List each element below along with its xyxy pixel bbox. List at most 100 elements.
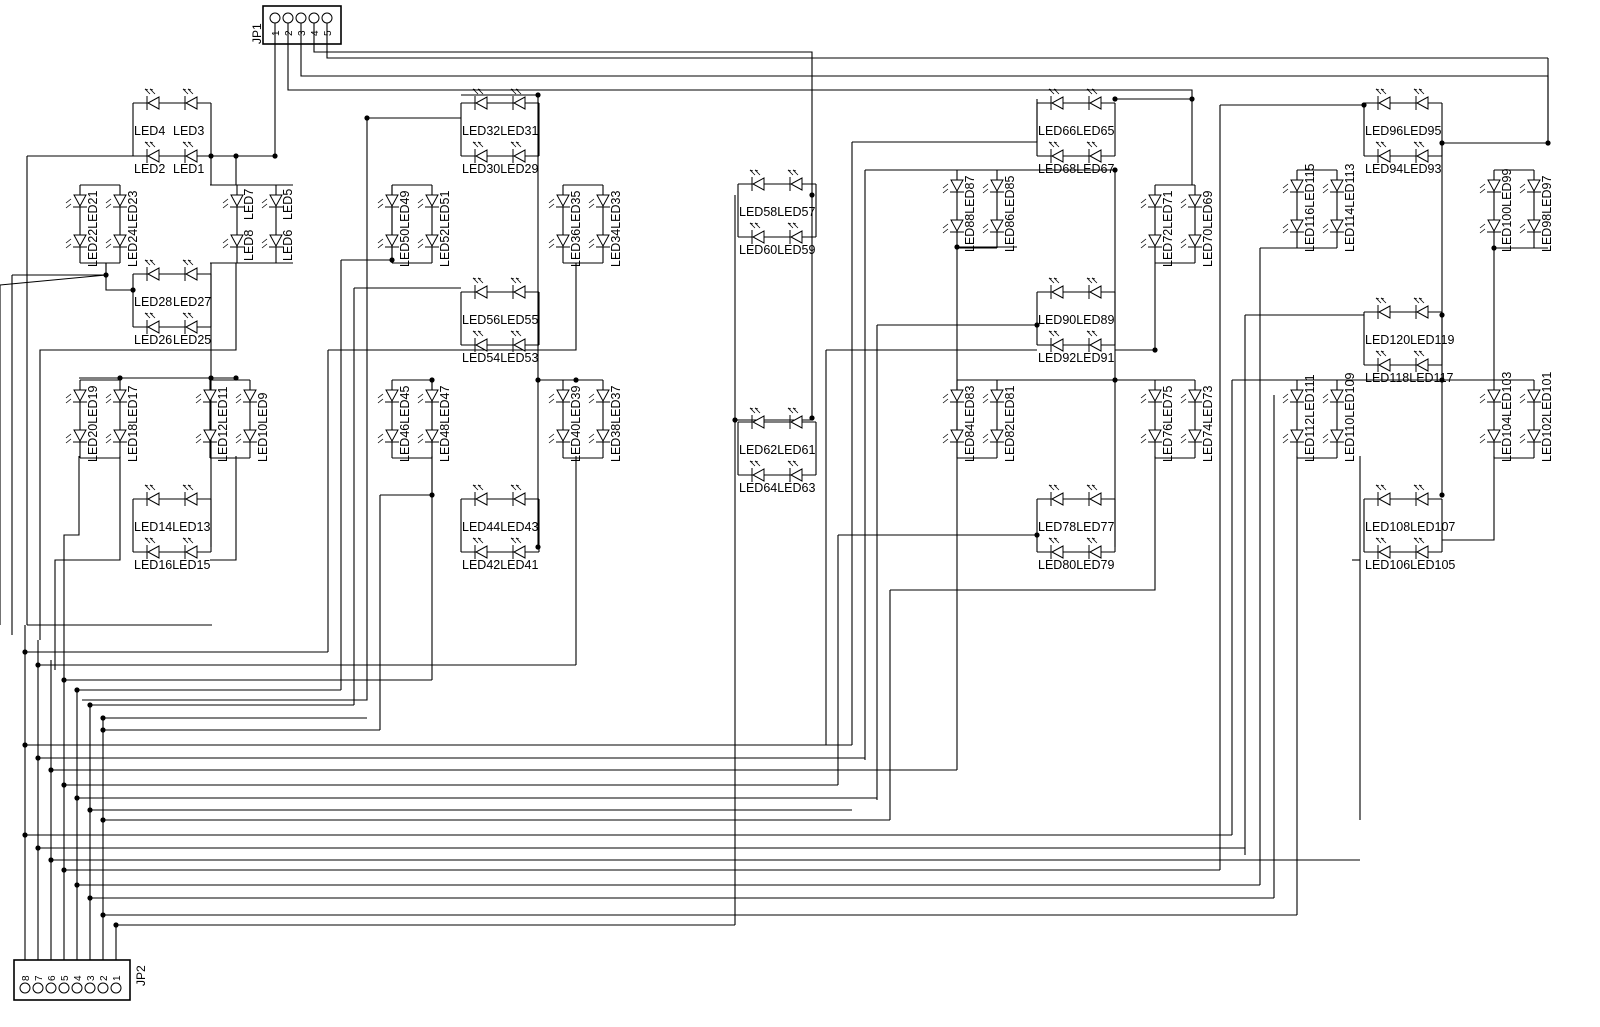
led-icon: [1086, 537, 1102, 559]
led-icon: [1519, 219, 1541, 234]
led-icon: [377, 429, 399, 444]
led-label: LED36LED35: [569, 191, 583, 267]
junction-dot: [429, 377, 435, 383]
led-icon: [377, 389, 399, 404]
junction-dot: [100, 817, 106, 823]
pin-icon: [84, 982, 96, 994]
pin-number: 1: [271, 30, 282, 36]
junction-dot: [1034, 532, 1040, 538]
led-icon: [1086, 330, 1102, 352]
junction-dot: [1439, 140, 1445, 146]
led-icon: [65, 234, 87, 249]
led-icon: [182, 259, 198, 281]
led-label: LED96LED95: [1365, 124, 1441, 138]
led-label: LED52LED51: [438, 191, 452, 267]
junction-dot: [1034, 322, 1040, 328]
led-icon: [548, 389, 570, 404]
led-label: LED60LED59: [739, 243, 815, 257]
junction-dot: [48, 767, 54, 773]
led-icon: [65, 194, 87, 209]
junction-dot: [732, 417, 738, 423]
led-icon: [510, 330, 526, 352]
led-icon: [472, 88, 488, 110]
junction-dot: [208, 375, 214, 381]
junction-dot: [74, 687, 80, 693]
led-icon: [65, 389, 87, 404]
pin-number: 8: [21, 975, 32, 981]
led-icon: [749, 460, 765, 482]
led-label: LED100LED99: [1500, 169, 1514, 252]
led-icon: [377, 234, 399, 249]
led-icon: [472, 330, 488, 352]
led-label: LED42LED41: [462, 558, 538, 572]
led-label: LED3: [173, 124, 204, 138]
led-icon: [1322, 219, 1344, 234]
led-icon: [942, 429, 964, 444]
pin-number: 2: [284, 30, 295, 36]
led-icon: [749, 222, 765, 244]
junction-dot: [233, 375, 239, 381]
led-label: LED5: [281, 189, 295, 220]
pin-number: 5: [323, 30, 334, 36]
led-icon: [182, 88, 198, 110]
junction-dot: [87, 895, 93, 901]
led-icon: [510, 88, 526, 110]
led-icon: [1413, 297, 1429, 319]
led-icon: [942, 179, 964, 194]
junction-dot: [1439, 377, 1445, 383]
led-icon: [105, 194, 127, 209]
led-label: LED18LED17: [126, 386, 140, 462]
junction-dot: [61, 782, 67, 788]
led-icon: [1413, 484, 1429, 506]
pin-icon: [308, 12, 320, 24]
led-label: LED94LED93: [1365, 162, 1441, 176]
led-icon: [182, 312, 198, 334]
jp2-label: JP2: [134, 965, 148, 986]
led-icon: [222, 194, 244, 209]
led-icon: [1479, 389, 1501, 404]
junction-dot: [100, 715, 106, 721]
led-icon: [548, 234, 570, 249]
junction-dot: [1152, 347, 1158, 353]
led-icon: [1322, 429, 1344, 444]
junction-dot: [35, 662, 41, 668]
led-icon: [144, 141, 160, 163]
led-label: LED50LED49: [398, 191, 412, 267]
led-label: LED27: [173, 295, 211, 309]
junction-dot: [535, 92, 541, 98]
led-label: LED10LED9: [256, 392, 270, 462]
led-label: LED14LED13: [134, 520, 210, 534]
junction-dot: [22, 832, 28, 838]
led-label: LED76LED75: [1161, 386, 1175, 462]
pin-icon: [269, 12, 281, 24]
junction-dot: [389, 257, 395, 263]
led-icon: [588, 429, 610, 444]
led-label: LED25: [173, 333, 211, 347]
led-icon: [1282, 389, 1304, 404]
led-label: LED92LED91: [1038, 351, 1114, 365]
junction-dot: [117, 375, 123, 381]
pin-number: 3: [297, 30, 308, 36]
led-icon: [1048, 277, 1064, 299]
pin-number: 2: [99, 975, 110, 981]
pin-number: 5: [60, 975, 71, 981]
led-label: LED38LED37: [609, 386, 623, 462]
junction-dot: [74, 882, 80, 888]
junction-dot: [113, 922, 119, 928]
led-label: LED70LED69: [1201, 191, 1215, 267]
junction-dot: [100, 727, 106, 733]
led-icon: [105, 389, 127, 404]
led-label: LED22LED21: [86, 191, 100, 267]
led-icon: [65, 429, 87, 444]
led-icon: [982, 219, 1004, 234]
pin-number: 1: [112, 975, 123, 981]
led-label: LED86LED85: [1003, 176, 1017, 252]
junction-dot: [809, 192, 815, 198]
led-label: LED32LED31: [462, 124, 538, 138]
led-icon: [1048, 141, 1064, 163]
led-label: LED8: [242, 230, 256, 261]
led-icon: [787, 407, 803, 429]
led-label: LED108LED107: [1365, 520, 1455, 534]
junction-dot: [1112, 167, 1118, 173]
led-label: LED48LED47: [438, 386, 452, 462]
